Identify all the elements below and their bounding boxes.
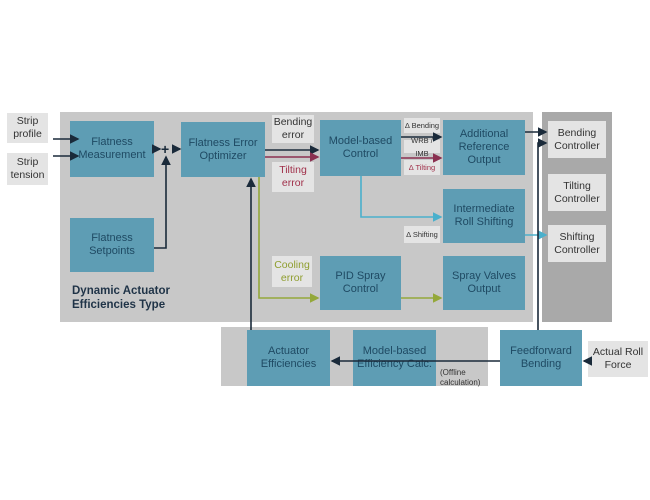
cooling-error-label: Cooling error (272, 256, 312, 287)
flatness-measurement-block: Flatness Measurement (70, 121, 154, 177)
spray-valves-output-block: Spray Valves Output (443, 256, 525, 310)
arrow-setpoints-sum (154, 155, 171, 249)
delta-bending-label: Δ Bending (404, 118, 440, 133)
arrow-feedforward-bending (537, 138, 548, 330)
feedforward-bending-block: Feedforward Bending (500, 330, 582, 386)
panel-title: Dynamic Actuator Efficiencies Type (72, 285, 170, 311)
delta-tilting-label: Δ Tilting (404, 160, 440, 175)
pid-spray-control-block: PID Spray Control (320, 256, 401, 310)
sum-junction: + (161, 141, 170, 157)
offline-calculation-label: (Offline calculation) (440, 368, 481, 387)
tilting-error-label: Tilting error (272, 162, 314, 192)
intermediate-roll-shifting-block: Intermediate Roll Shifting (443, 189, 525, 243)
shifting-controller: Shifting Controller (548, 225, 606, 262)
strip-profile-input: Strip profile (7, 113, 48, 143)
delta-shifting-label: Δ Shifting (404, 226, 440, 243)
arrow-cooling-error (258, 177, 320, 303)
actuator-efficiencies-block: Actuator Efficiencies (247, 330, 330, 386)
strip-tension-input: Strip tension (7, 153, 48, 185)
flatness-error-optimizer-block: Flatness Error Optimizer (181, 122, 265, 177)
arrow-control-shifting (360, 176, 443, 222)
bending-error-label: Bending error (272, 115, 314, 143)
tilting-controller: Tilting Controller (548, 174, 606, 211)
bending-controller: Bending Controller (548, 121, 606, 158)
additional-reference-output-block: Additional Reference Output (443, 120, 525, 175)
model-based-control-block: Model-based Control (320, 120, 401, 176)
actual-roll-force-input: Actual Roll Force (588, 341, 648, 377)
flatness-setpoints-block: Flatness Setpoints (70, 218, 154, 272)
